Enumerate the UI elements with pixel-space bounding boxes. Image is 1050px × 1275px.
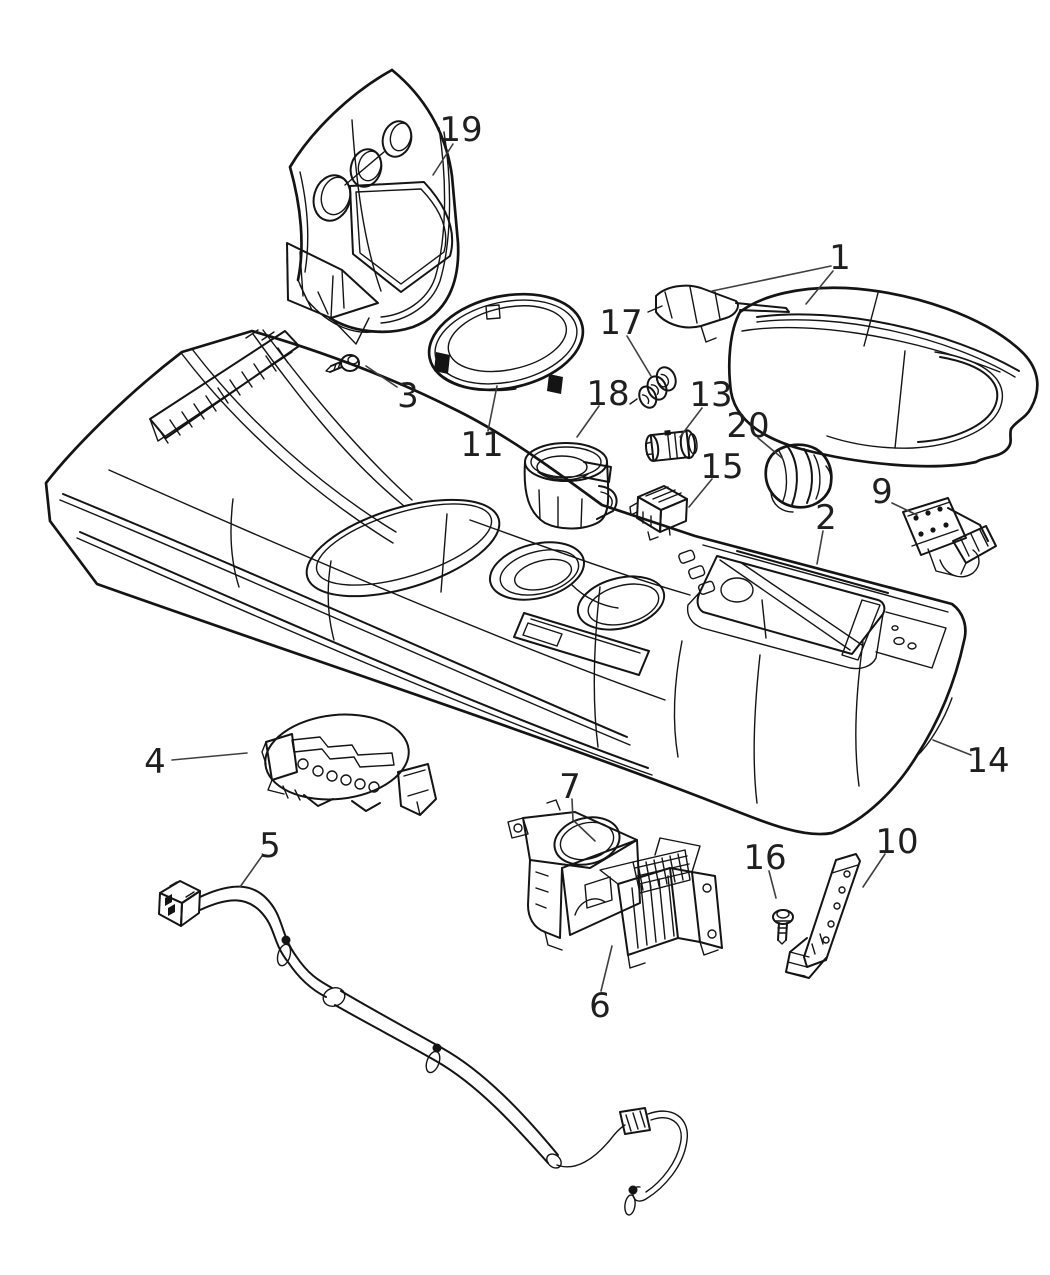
callout-layer: 1 2 3 4 5 6 7 9 10 11 13 14 15 16 17 18 19 20 xyxy=(144,110,1009,1026)
callout-1: 1 xyxy=(711,238,851,305)
callout-4-leader xyxy=(171,752,248,761)
callout-6-leader xyxy=(600,945,613,992)
callout-9: 9 xyxy=(871,472,918,516)
callout-11-label: 11 xyxy=(460,425,503,465)
callout-5: 5 xyxy=(239,826,281,888)
callout-2: 2 xyxy=(815,498,837,565)
callout-11-leader xyxy=(487,385,498,432)
callout-4: 4 xyxy=(144,742,248,782)
callout-14: 14 xyxy=(932,739,1010,781)
callout-5-label: 5 xyxy=(259,826,281,866)
part-support-bracket xyxy=(785,853,861,979)
callout-14-leader xyxy=(932,739,972,756)
callout-15-label: 15 xyxy=(700,447,743,487)
callout-16-leader xyxy=(768,870,777,899)
callout-18-label: 18 xyxy=(586,374,629,414)
callout-4-label: 4 xyxy=(144,742,166,782)
callout-6: 6 xyxy=(589,945,613,1026)
part-lid-hinge xyxy=(902,497,997,578)
callout-13-leader xyxy=(679,407,703,438)
callout-2-label: 2 xyxy=(815,498,837,538)
callout-17: 17 xyxy=(599,303,652,377)
callout-13: 13 xyxy=(679,375,733,438)
part-screw-3 xyxy=(325,354,360,373)
callout-9-label: 9 xyxy=(871,472,893,512)
callout-7-leader xyxy=(571,798,574,821)
part-trim-bezel xyxy=(286,68,460,345)
part-lighter-element xyxy=(629,366,677,409)
callout-1-leader xyxy=(711,265,832,292)
callout-3-label: 3 xyxy=(397,376,419,416)
part-knob xyxy=(764,443,833,513)
callout-11: 11 xyxy=(460,385,504,465)
callout-20-label: 20 xyxy=(726,406,769,446)
part-armrest-lid xyxy=(647,284,1039,468)
callout-7: 7 xyxy=(559,767,596,842)
callout-16-label: 16 xyxy=(743,838,786,878)
callout-15-leader xyxy=(688,478,713,508)
callout-19-leader xyxy=(432,143,454,176)
callout-10-leader xyxy=(862,853,886,888)
callout-3-leader xyxy=(365,365,398,388)
part-console-body xyxy=(44,329,967,836)
callout-3: 3 xyxy=(365,365,419,416)
callout-13-label: 13 xyxy=(689,375,732,415)
callout-5-leader xyxy=(239,855,263,888)
callout-7-leader xyxy=(572,819,596,842)
callout-1-leader xyxy=(805,270,834,305)
part-wiring-harness xyxy=(158,880,688,1216)
callout-19: 19 xyxy=(432,110,483,176)
callout-17-leader xyxy=(626,335,652,377)
callout-7-label: 7 xyxy=(559,767,581,807)
part-shift-indicator-plate xyxy=(261,713,437,816)
callout-18: 18 xyxy=(576,374,630,438)
callout-16: 16 xyxy=(743,838,787,899)
callout-15: 15 xyxy=(688,447,744,508)
callout-10-label: 10 xyxy=(875,822,918,862)
callout-20: 20 xyxy=(726,406,783,459)
callout-20-leader xyxy=(757,437,783,459)
callout-10: 10 xyxy=(862,822,919,888)
callout-9-leader xyxy=(891,502,918,516)
callout-1-label: 1 xyxy=(829,238,851,278)
part-switch xyxy=(629,485,688,541)
part-shifter-bezel-ring xyxy=(427,292,585,394)
part-cupholder-assembly xyxy=(507,799,723,969)
callout-19-label: 19 xyxy=(439,110,482,150)
part-screw-16 xyxy=(772,909,794,945)
callout-2-leader xyxy=(816,530,824,565)
callout-6-label: 6 xyxy=(589,986,611,1026)
callout-14-label: 14 xyxy=(966,741,1009,781)
part-ashtray-cup xyxy=(523,442,618,530)
callout-17-label: 17 xyxy=(599,303,642,343)
part-lighter-socket xyxy=(644,429,698,462)
callout-18-leader xyxy=(576,405,600,438)
